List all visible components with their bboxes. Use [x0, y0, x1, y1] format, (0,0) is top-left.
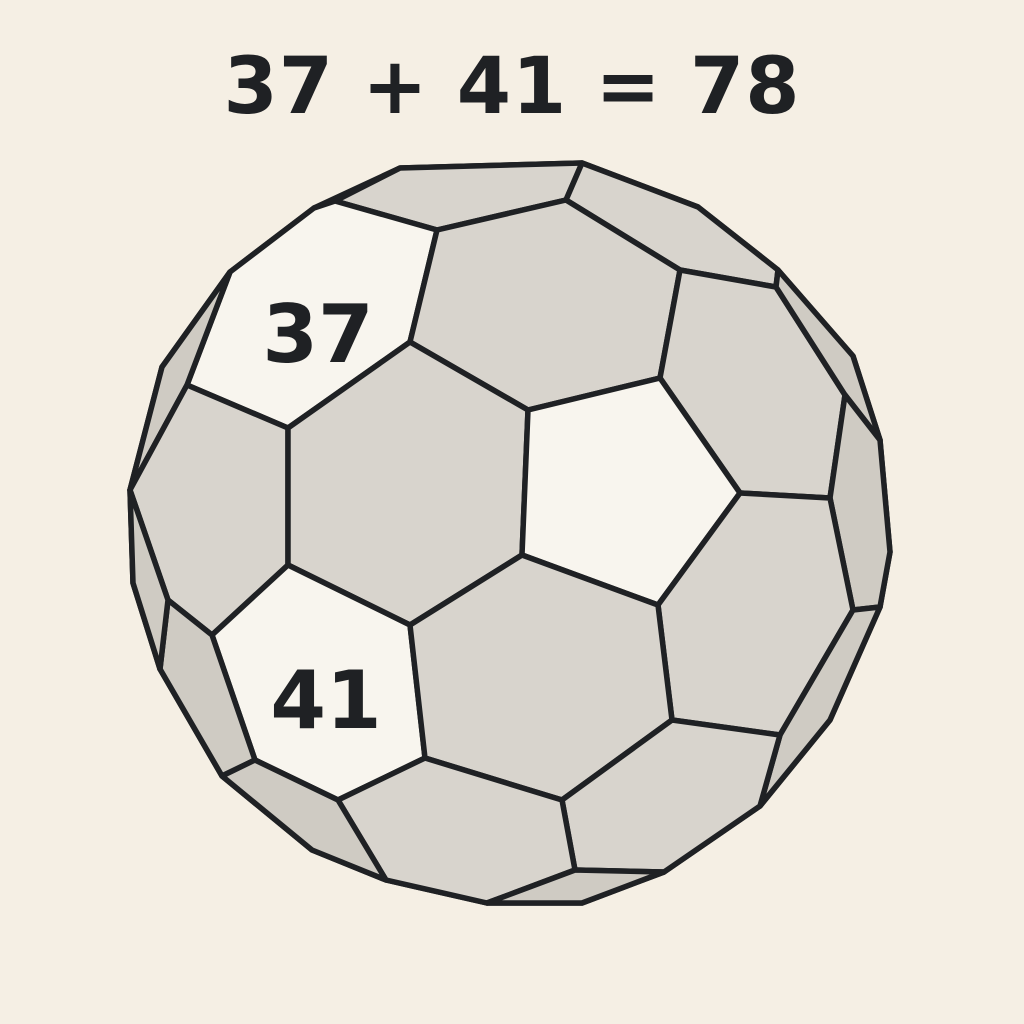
ball-panel: [484, 867, 667, 906]
panel-label-upper: 37: [262, 288, 373, 381]
ball-panel: [757, 604, 883, 809]
ball-panel: [219, 757, 389, 883]
panel-label-lower: 41: [270, 654, 381, 747]
equation-text: 37 + 41 = 78: [223, 42, 801, 132]
ball-panel: [127, 487, 171, 672]
